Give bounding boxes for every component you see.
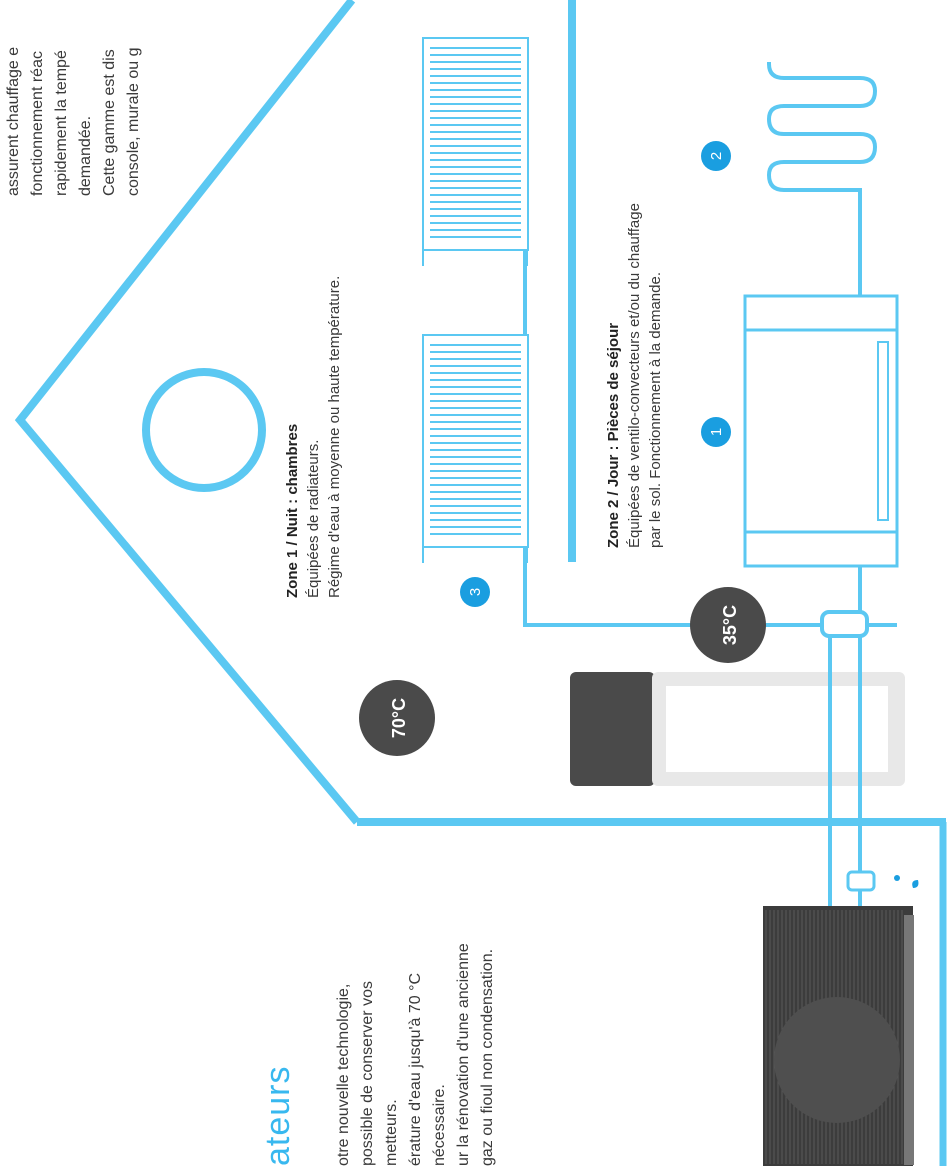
drip-small-icon [894, 875, 900, 881]
temp-badge-low [690, 587, 766, 663]
drip-large-icon [912, 880, 919, 888]
zone2-line1: Équipées de ventilo-convecteurs et/ou du… [626, 203, 643, 548]
heat-pump-unit-icon [763, 906, 914, 1166]
marker-2 [701, 141, 731, 171]
topright-paragraph: assurent chauffage e fonctionnement réac… [2, 47, 146, 196]
marker-1 [701, 417, 731, 447]
valve-icon [846, 870, 876, 892]
temp-high-label: 70°C [389, 698, 409, 738]
topright-line: demandée. [77, 115, 94, 196]
zone1-line1: Équipées de radiateurs. [305, 439, 322, 598]
intro-line: otre nouvelle technologie, [335, 983, 352, 1166]
zone1-block: Zone 1 / Nuit : chambres Équipées de rad… [282, 276, 345, 598]
zone2-title: Zone 2 / Jour : Pièces de séjour [605, 322, 622, 548]
pipe-connector-icon [820, 610, 869, 638]
intro-line: nécessaire. [431, 1084, 448, 1166]
zone1-title: Zone 1 / Nuit : chambres [284, 423, 301, 598]
marker-3-label: 3 [467, 588, 484, 596]
intro-title: ateurs [259, 1065, 297, 1166]
marker-3 [460, 577, 490, 607]
topright-line: console, murale ou g [125, 47, 142, 196]
zone2-line2: par le sol. Fonctionnement à la demande. [647, 272, 664, 548]
intro-line: metteurs. [383, 1099, 400, 1166]
storage-tank-icon [570, 672, 905, 786]
intro-line: érature d'eau jusqu'à 70 °C [407, 972, 424, 1166]
intro-paragraph: otre nouvelle technologie, possible de c… [332, 943, 500, 1166]
zone1-line2: Régime d'eau à moyenne ou haute températ… [326, 275, 343, 598]
window-circle-icon [142, 368, 266, 492]
intro-line: gaz ou fioul non condensation. [479, 948, 496, 1166]
intro-line: possible de conserver vos [359, 981, 376, 1166]
intro-line: ur la rénovation d'une ancienne [455, 943, 472, 1166]
underfloor-coil-icon [766, 62, 878, 295]
zone2-block: Zone 2 / Jour : Pièces de séjour Équipée… [603, 203, 666, 548]
temp-low-label: 35°C [720, 605, 740, 645]
topright-line: rapidement la tempé [53, 50, 70, 196]
topright-line: fonctionnement réac [29, 51, 46, 196]
marker-2-label: 2 [708, 152, 725, 160]
temp-badge-high [359, 680, 435, 756]
marker-1-label: 1 [708, 428, 725, 436]
fan-coil-unit-icon [743, 294, 899, 568]
topright-line: Cette gamme est dis [101, 49, 118, 196]
topright-line: assurent chauffage e [5, 46, 22, 196]
